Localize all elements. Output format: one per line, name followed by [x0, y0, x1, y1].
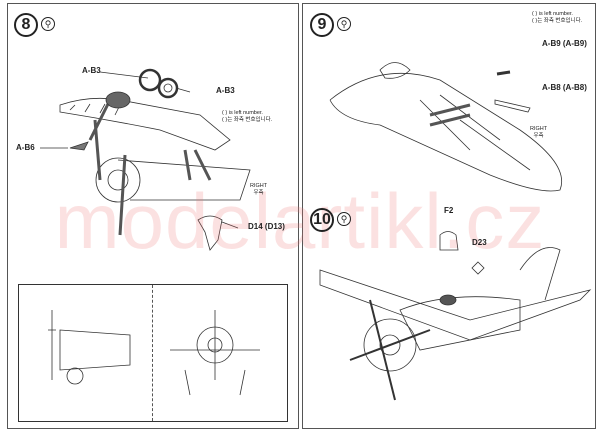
inset-divider	[152, 285, 153, 421]
label-a-b8: A-B8 (A-B8)	[542, 83, 587, 92]
step-8-number: 8	[14, 13, 38, 37]
step-9-wing-drawing	[329, 62, 562, 192]
step-9-10-panel	[302, 3, 596, 429]
glue-tube-icon: ⚲	[337, 212, 351, 226]
label-d23: D23	[472, 238, 487, 247]
glue-tube-icon: ⚲	[337, 17, 351, 31]
step-8-panel	[7, 3, 299, 429]
label-a-b3-right: A-B3	[216, 86, 235, 95]
step-8-aircraft-drawing	[40, 68, 251, 251]
detail-inset-box	[18, 284, 288, 422]
label-a-b9: A-B9 (A-B9)	[542, 39, 587, 48]
left-number-note: ( ) is left number.( )는 좌측 번호입니다.	[222, 110, 273, 123]
step-9-number: 9	[310, 13, 334, 37]
inset-views-drawing	[48, 310, 260, 396]
label-f2: F2	[444, 206, 454, 215]
left-number-note: ( ) is left number.( )는 좌측 번호입니다.	[532, 11, 583, 24]
glue-tube-icon: ⚲	[41, 17, 55, 31]
label-a-b3-top: A-B3	[82, 66, 101, 75]
label-a-b6: A-B6	[16, 143, 35, 152]
step-10-aircraft-drawing	[319, 231, 592, 401]
step-10-number: 10	[310, 208, 334, 232]
label-d14: D14 (D13)	[248, 222, 285, 231]
